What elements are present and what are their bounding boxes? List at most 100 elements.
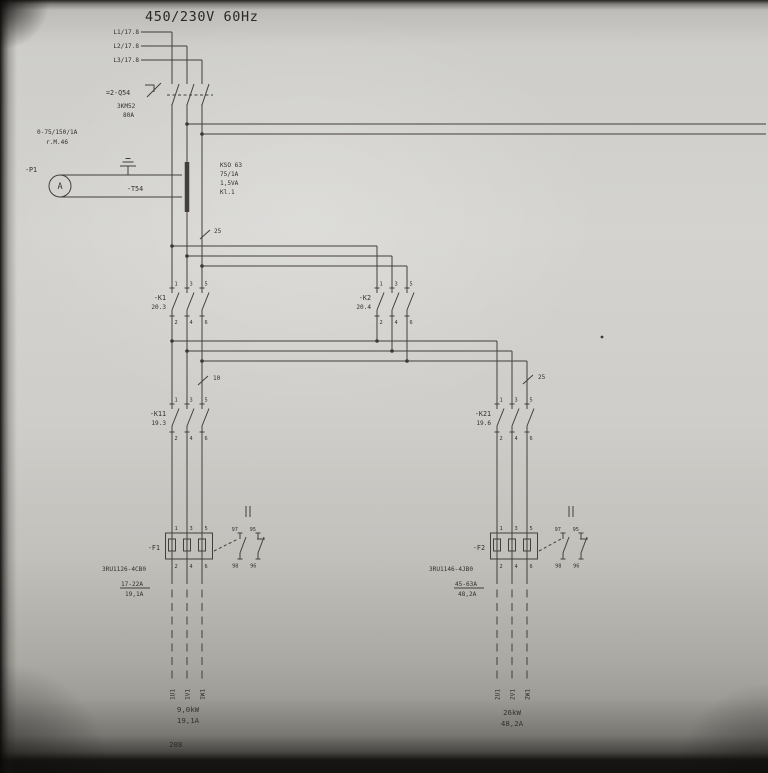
aux-terminal-number: 96 [250,564,256,570]
aux-terminal-number: 95 [250,527,256,533]
terminal-number: 1 [380,282,383,288]
terminal-number: 5 [410,282,413,288]
junction-dot [170,339,174,343]
wire-number: 10 [213,375,221,382]
contactor-k11-symbol [169,403,210,433]
terminal-number: 5 [530,526,533,532]
distribution-bus-wires [187,123,766,135]
aux-terminal-number: 95 [573,527,579,533]
contactor-ref: 19.3 [151,420,166,427]
aux-terminal-number: 97 [232,527,238,533]
motor-terminal-label: 2V1 [510,689,517,700]
wire-number: 25 [538,374,546,381]
contactor-tag: -K21 [475,410,491,418]
terminal-number: 4 [190,564,193,570]
junction-dot [200,132,204,136]
terminal-number: 4 [190,436,193,442]
motor-terminal-label: 1W1 [200,689,207,700]
terminal-number: 2 [175,564,178,570]
junction-dot [390,349,394,353]
terminal-number: 6 [410,320,413,326]
terminal-number: 6 [205,320,208,326]
terminal-number: 4 [395,320,398,326]
overload-type: 3RU1126-4CB0 [102,566,146,573]
motor-terminal-label: 2U1 [495,689,502,700]
ct-type: KSO 63 [220,162,242,169]
terminal-number: 5 [530,398,533,404]
terminal-number: 1 [175,282,178,288]
overload-tag: -F2 [473,544,485,552]
junction-dot [185,254,189,258]
meter-note: r.M.46 [46,139,68,146]
motor-terminal-label: 1V1 [185,689,192,700]
terminal-number: 3 [190,526,193,532]
terminal-number: 4 [190,320,193,326]
aux-terminal-number: 97 [555,527,561,533]
junction-dot [200,264,204,268]
overload-setting: 19,1A [125,591,144,598]
contactor-k2-symbol [374,287,415,317]
wire-number: 25 [214,228,222,235]
terminal-number: 6 [205,564,208,570]
overload-type: 3RU1146-4JB0 [429,566,473,573]
motor-terminal-label: 2W1 [525,689,532,700]
ct-burden: 1,5VA [220,180,239,187]
page-number: 288 [169,740,182,749]
overload-setting: 48,2A [458,591,477,598]
junction-dot [200,359,204,363]
contactor-to-overload-wires [171,432,528,533]
motor-power: 26kW [503,708,521,717]
ground-symbol-icon [120,158,136,175]
overload-range: 17-22A [121,581,143,588]
terminal-number: 4 [515,436,518,442]
overload-f1-test-indicator-icon [245,506,251,517]
terminal-number: 2 [175,436,178,442]
phase-label: L1/17.8 [113,29,139,36]
motor-power: 9,0kW [177,705,200,714]
drawing-title: 450/230V 60Hz [145,9,258,25]
contactor-tag: -K2 [359,294,371,302]
terminal-number: 3 [190,282,193,288]
terminal-number: 4 [515,564,518,570]
terminal-number: 2 [500,436,503,442]
contactor-k1-symbol [169,287,210,317]
ct-class: Kl.1 [220,189,235,196]
junction-dot [185,349,189,353]
motor-current: 48,2A [501,719,524,728]
motor-terminal-label: 1U1 [170,689,177,700]
terminal-number: 1 [175,526,178,532]
overload-f2-test-indicator-icon [568,506,574,517]
phase-label: L3/17.8 [113,57,139,64]
junction-dot [375,339,379,343]
overload-tag: -F1 [148,544,160,552]
terminal-number: 3 [395,282,398,288]
overload-range: 45-63A [455,581,477,588]
terminal-number: 5 [205,526,208,532]
contactor-tag: -K1 [154,294,166,302]
overload-f1-aux-contacts [237,532,265,560]
supply-wires [141,31,203,84]
ct-secondary-loop [60,174,182,198]
terminal-number: 6 [205,436,208,442]
aux-terminal-number: 98 [555,564,561,570]
breaker-tag: =2-Q54 [106,89,130,97]
terminal-number: 3 [190,398,193,404]
terminal-number: 2 [380,320,383,326]
contactor-ref: 20.4 [356,304,371,311]
aux-terminal-number: 96 [573,564,579,570]
contactor-ref: 19.6 [476,420,491,427]
terminal-number: 6 [530,564,533,570]
junction-dot [185,122,189,126]
overload-f2-trip-linkage [538,538,562,552]
junction-dot [170,244,174,248]
meter-scale: 0-75/150/1A [37,129,78,136]
terminal-number: 2 [175,320,178,326]
junction-dot [405,359,409,363]
meter-tag: -P1 [25,166,37,174]
terminal-number: 3 [515,526,518,532]
terminal-number: 5 [205,282,208,288]
intermediate-bus-wires [171,316,528,404]
contactor-tag: -K11 [150,410,166,418]
